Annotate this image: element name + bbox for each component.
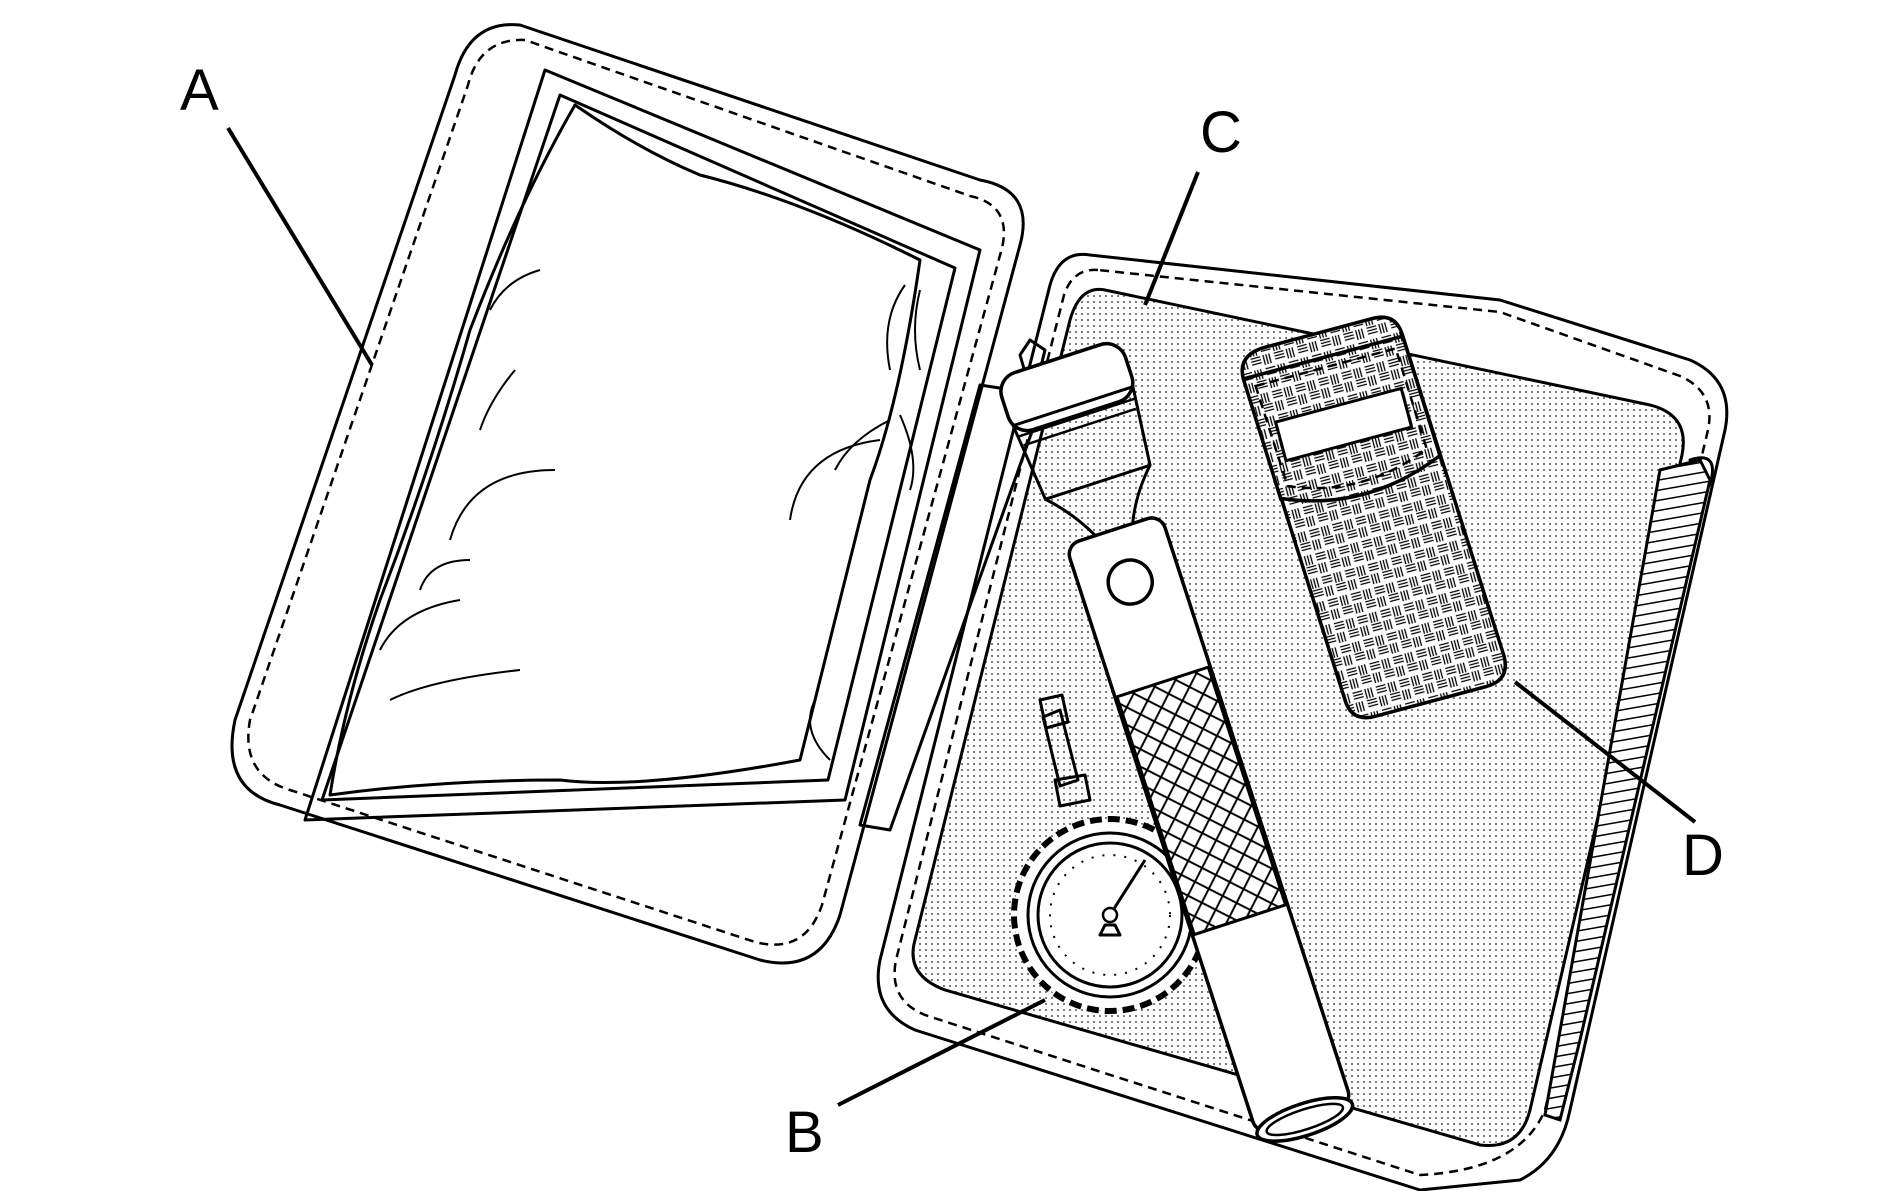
leader-d: [1513, 680, 1697, 824]
leader-b: [837, 998, 1046, 1107]
callout-a: A: [180, 58, 219, 123]
leader-c: [1143, 171, 1200, 306]
leader-a: [226, 126, 374, 367]
callout-c: C: [1200, 100, 1242, 165]
flashlight-grip: [1115, 665, 1288, 937]
case-lid: [230, 23, 1047, 965]
glove-pouch: [1240, 315, 1508, 720]
callout-d: D: [1682, 823, 1724, 888]
callout-b: B: [785, 1100, 824, 1165]
tire-pressure-gauge: [1011, 693, 1209, 1014]
flashlight: [999, 341, 1355, 1143]
pillow: [328, 103, 922, 797]
